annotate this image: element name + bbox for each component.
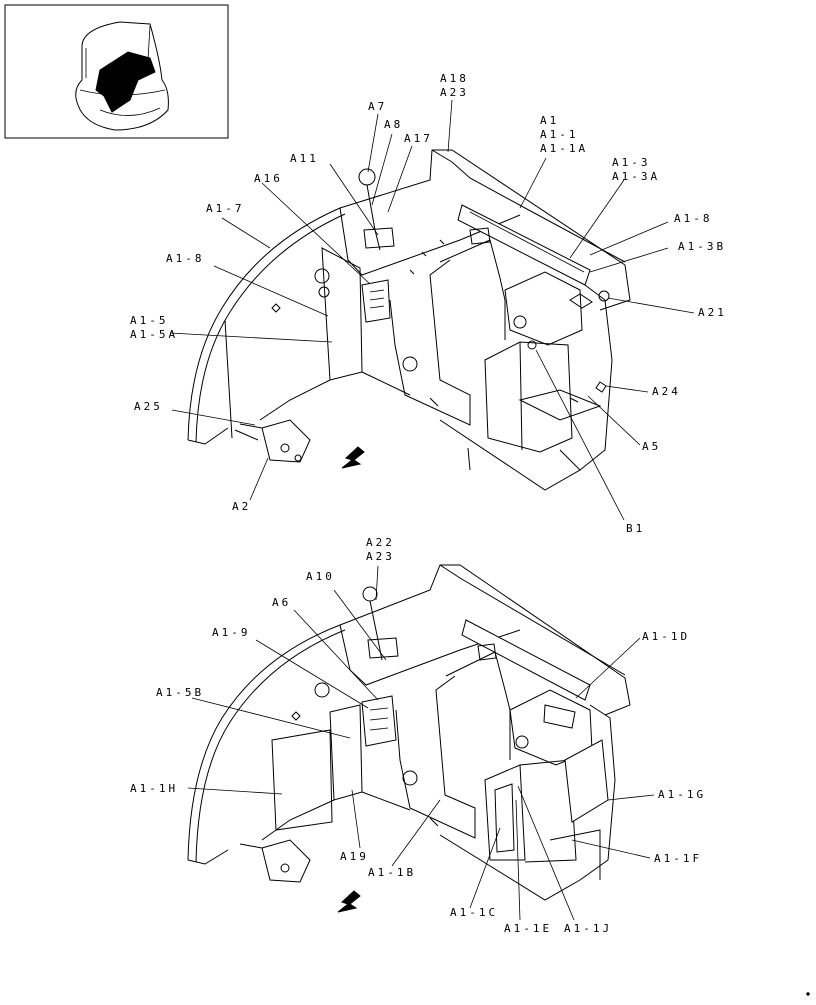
callout-a1-1f: A1-1F (654, 852, 702, 865)
callout-a2: A2 (232, 500, 251, 513)
callout-a1-1b: A1-1B (368, 866, 416, 879)
corner-dot (806, 992, 810, 996)
bottom-view-assembly (187, 564, 631, 913)
callout-a5: A5 (642, 440, 661, 453)
callout-a8: A8 (384, 118, 403, 131)
callout-a1-1c: A1-1C (450, 906, 498, 919)
callout-a25: A25 (134, 400, 163, 413)
callout-a17: A17 (404, 132, 433, 145)
callout-a24: A24 (652, 385, 681, 398)
callout-a6: A6 (272, 596, 291, 609)
callout-a1-3b: A1-3B (678, 240, 726, 253)
top-view-assembly (187, 149, 631, 491)
callout-a1-1e: A1-1E (504, 922, 552, 935)
callout-a7: A7 (368, 100, 387, 113)
callout-a1-1g: A1-1G (658, 788, 706, 801)
leader-lines (169, 99, 695, 921)
callout-a1-9: A1-9 (212, 626, 251, 639)
callout-b1: B1 (626, 522, 645, 535)
callout-a1-8-right: A1-8 (674, 212, 713, 225)
locator-thumbnail (4, 4, 229, 139)
callout-a16: A16 (254, 172, 283, 185)
callout-a11: A11 (290, 152, 319, 165)
callout-a1-8-left: A1-8 (166, 252, 205, 265)
callout-a10: A10 (306, 570, 335, 583)
callout-a1-1d: A1-1D (642, 630, 690, 643)
callout-a1-7: A1-7 (206, 202, 245, 215)
callout-a19: A19 (340, 850, 369, 863)
callout-a1-5b: A1-5B (156, 686, 204, 699)
callout-a21: A21 (698, 306, 727, 319)
callout-a1-1j: A1-1J (564, 922, 612, 935)
callout-a1-1h: A1-1H (130, 782, 178, 795)
